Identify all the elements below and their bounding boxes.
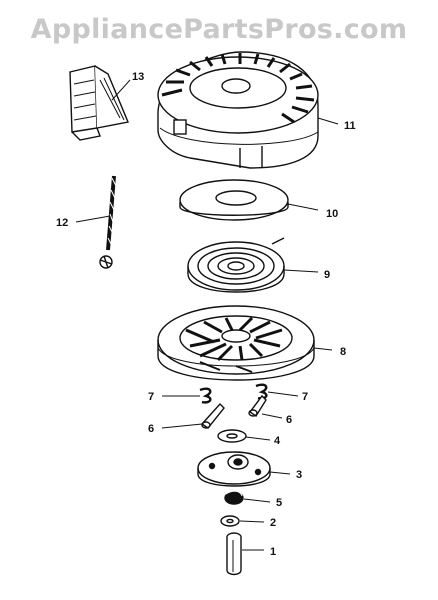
- label-2: 2: [270, 517, 276, 529]
- label-7-left: 7: [148, 391, 154, 403]
- part-6-pawl-right[interactable]: [248, 394, 267, 417]
- label-4: 4: [274, 435, 281, 447]
- label-1: 1: [270, 546, 276, 558]
- leader-4: [245, 436, 271, 441]
- label-13: 13: [132, 71, 144, 83]
- label-6-left: 6: [148, 423, 154, 435]
- leader-9: [283, 269, 319, 273]
- watermark-text: AppliancePartsPros.com: [30, 14, 408, 45]
- label-6-right: 6: [286, 414, 292, 426]
- label-11: 11: [344, 120, 356, 132]
- part-13-starter-handle[interactable]: [69, 65, 129, 141]
- part-10-spring-retainer[interactable]: [179, 179, 289, 221]
- leader-7-right: [267, 391, 299, 397]
- leader-6-left: [161, 423, 203, 429]
- part-8-pulley[interactable]: [157, 305, 315, 381]
- label-7-right: 7: [302, 391, 308, 403]
- leader-11: [317, 117, 339, 125]
- leader-10: [287, 203, 319, 211]
- leader-8: [313, 347, 333, 351]
- label-12: 12: [56, 217, 68, 229]
- label-8: 8: [340, 346, 346, 358]
- part-6-pawl-left[interactable]: [200, 402, 225, 429]
- part-3-retainer[interactable]: [197, 451, 271, 487]
- label-3: 3: [296, 469, 302, 481]
- label-9: 9: [324, 269, 330, 281]
- part-9-recoil-spring[interactable]: [187, 237, 285, 293]
- leader-2: [239, 520, 265, 523]
- label-5: 5: [276, 497, 282, 509]
- leader-3: [269, 471, 291, 475]
- leader-12: [75, 215, 111, 223]
- leader-5: [243, 498, 271, 503]
- part-5-brake-spring[interactable]: [224, 490, 244, 505]
- part-2-washer[interactable]: [220, 515, 240, 527]
- leader-6-right: [261, 413, 283, 419]
- part-12-rope[interactable]: [99, 175, 117, 269]
- label-10: 10: [326, 208, 338, 220]
- part-11-starter-housing[interactable]: [157, 51, 319, 169]
- part-1-screw[interactable]: [226, 532, 242, 576]
- part-4-washer[interactable]: [217, 429, 247, 443]
- part-7-spring-left[interactable]: [199, 387, 212, 404]
- leader-13: [111, 79, 131, 101]
